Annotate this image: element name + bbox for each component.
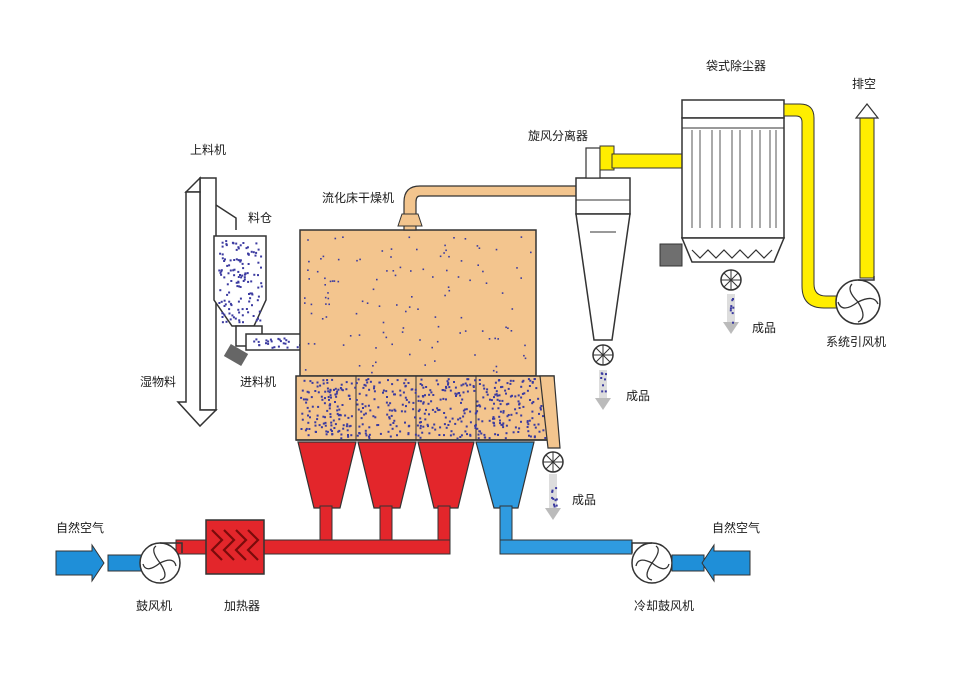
label-air-left: 自然空气 <box>56 520 104 535</box>
label-product-bag: 成品 <box>752 321 776 335</box>
label-blower: 鼓风机 <box>136 599 172 613</box>
dryer-product-powder <box>551 487 558 508</box>
loader <box>176 176 237 428</box>
label-cooling-blower: 冷却鼓风机 <box>634 599 694 613</box>
label-heater: 加热器 <box>224 599 260 613</box>
label-cyclone: 旋风分离器 <box>528 128 588 143</box>
cyclone-product-powder <box>600 372 607 393</box>
hot-air-duct <box>175 505 451 555</box>
label-dryer: 流化床干燥机 <box>322 191 394 205</box>
fluid-bed-dryer <box>295 229 561 449</box>
label-product-cyclone: 成品 <box>626 389 650 403</box>
label-wet-material: 湿物料 <box>140 374 176 389</box>
label-induced-fan: 系统引风机 <box>826 335 886 349</box>
heater <box>205 519 265 575</box>
hot-air-plenums <box>297 441 475 509</box>
bag-filter <box>659 99 786 334</box>
label-hopper: 料仓 <box>248 211 272 225</box>
dryer-powder <box>300 236 552 440</box>
label-air-right: 自然空气 <box>712 520 760 535</box>
label-bag-filter: 袋式除尘器 <box>706 58 766 73</box>
blower <box>55 542 183 584</box>
label-loader: 上料机 <box>190 143 226 157</box>
dryer-exhaust-duct <box>397 185 589 231</box>
cool-air-duct <box>499 505 633 555</box>
cooling-blower <box>631 542 751 584</box>
label-feeder: 进料机 <box>240 375 276 389</box>
bag-product-powder <box>729 298 735 324</box>
hopper-powder <box>218 240 263 324</box>
label-product-dryer: 成品 <box>572 493 596 507</box>
cyclone <box>575 147 631 410</box>
cyclone-to-filter-duct <box>599 145 685 171</box>
induced-draft-fan <box>835 276 881 325</box>
filter-to-fan-duct <box>783 103 880 309</box>
dryer-outlet-valve <box>542 451 564 520</box>
label-exhaust: 排空 <box>852 77 876 91</box>
cool-air-plenum <box>475 441 535 509</box>
hopper <box>213 235 267 327</box>
